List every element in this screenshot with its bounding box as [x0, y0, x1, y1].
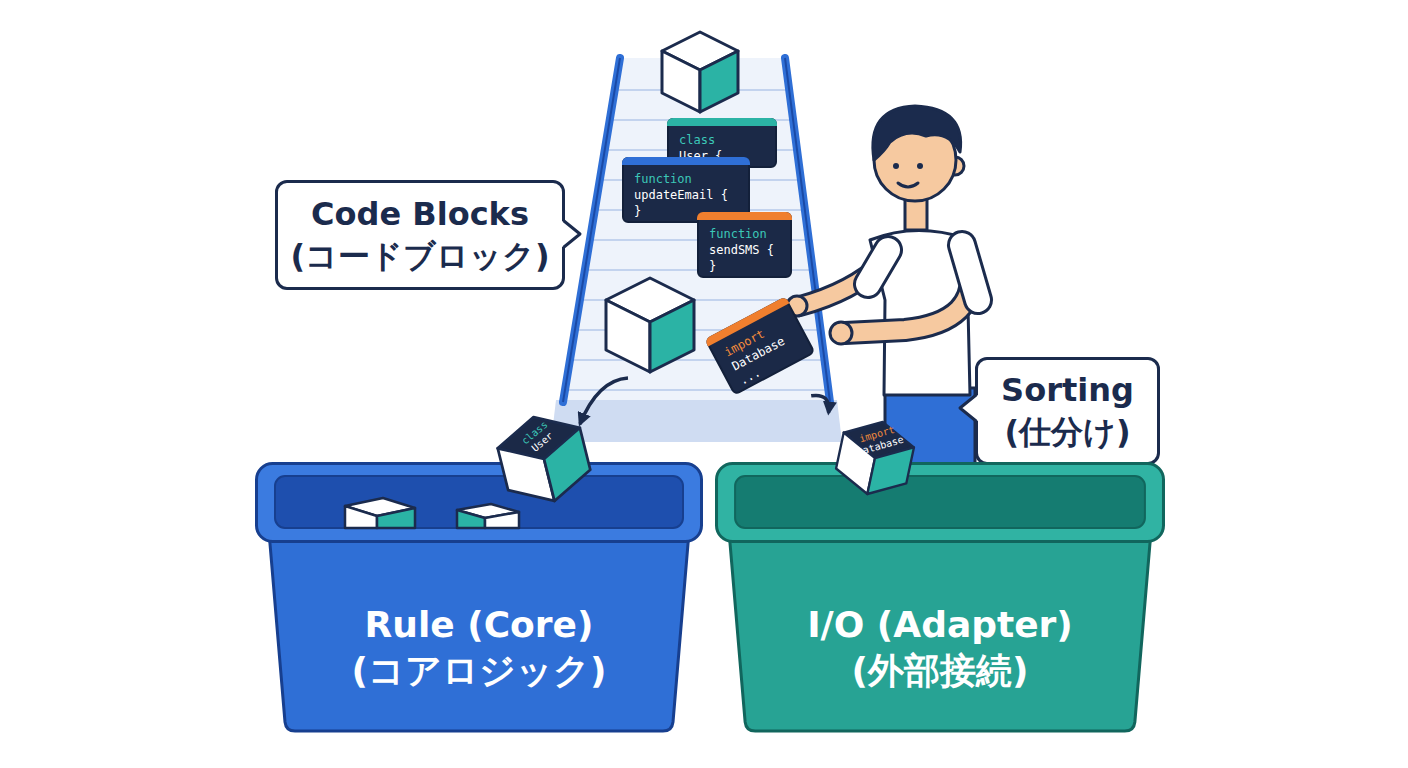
sort-arrow	[580, 378, 628, 424]
rule-bin: Rule (Core) (コアロジック)	[255, 462, 703, 734]
held-code-card: importDatabase ...	[704, 296, 815, 396]
node-label: Code Blocks (コードブロック)	[285, 193, 555, 277]
connector-arrow	[811, 395, 829, 412]
code-keyword: function	[634, 171, 740, 187]
belt-cube	[606, 278, 694, 372]
conveyor-belt	[540, 58, 860, 442]
cube-shape	[829, 411, 922, 505]
falling-cube: importDatabase	[829, 411, 922, 505]
node-label: Sorting (仕分け)	[983, 369, 1153, 453]
text-group: I/O (Adapter) (外部接続)	[775, 602, 1105, 694]
node-label: I/O (Adapter) (外部接続)	[775, 602, 1105, 694]
text-group: Sorting (仕分け)	[983, 369, 1153, 453]
callout-box: Sorting (仕分け)	[975, 357, 1160, 465]
person	[787, 106, 988, 468]
callout-box: Code Blocks (コードブロック)	[275, 180, 565, 290]
code-keyword: function	[709, 226, 782, 242]
text-group: functionsendSMS { }	[709, 226, 782, 274]
code-keyword: class	[679, 132, 715, 148]
belt-cube	[662, 32, 738, 112]
code-text: sendSMS { }	[709, 242, 781, 274]
card-strip	[622, 157, 750, 165]
bin-shape	[715, 462, 1165, 734]
bin-shape	[255, 462, 703, 734]
card-strip	[667, 118, 777, 126]
code-card: functionsendSMS { }	[697, 212, 792, 278]
text-group: Rule (Core) (コアロジック)	[314, 602, 644, 694]
io-bin: I/O (Adapter) (外部接続)	[715, 462, 1165, 734]
node-label: Rule (Core) (コアロジック)	[314, 602, 644, 694]
card-strip	[697, 212, 792, 220]
text-group: Code Blocks (コードブロック)	[285, 193, 555, 277]
